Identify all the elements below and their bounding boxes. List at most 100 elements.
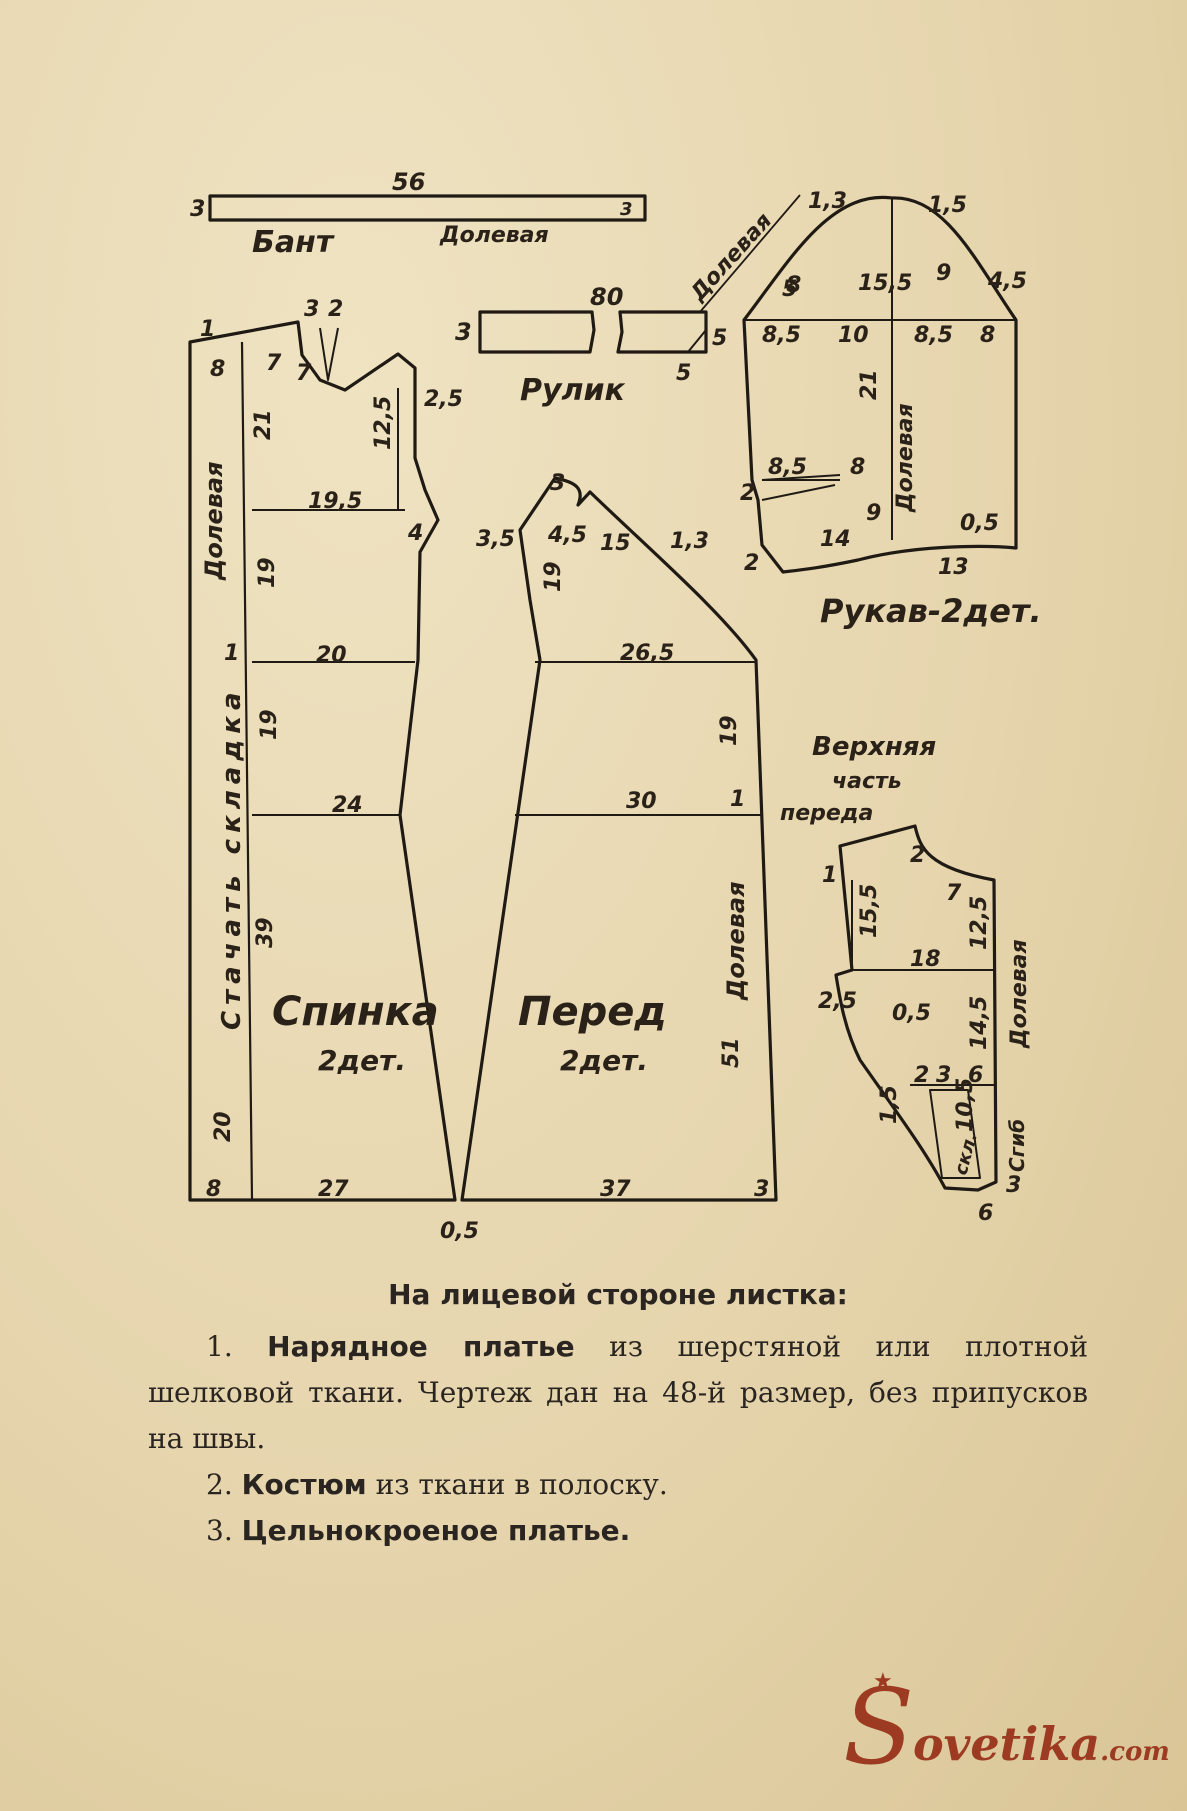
sleeve-measure-7: 8,5 xyxy=(762,323,801,348)
upper-front-title-line2: часть xyxy=(832,769,902,794)
back-measure-13: 1 xyxy=(224,641,239,666)
back-measure-7: 21 xyxy=(251,409,276,440)
back-fold-label: Стачать складка xyxy=(217,687,247,1031)
upper-front-measure-9: 14,5 xyxy=(967,996,992,1050)
sleeve-measure-5: 9 xyxy=(936,261,951,286)
front-measure-6: 19 xyxy=(541,561,566,592)
list-item-3-number: 3. xyxy=(206,1514,233,1547)
sleeve-measure-20: 5 xyxy=(782,277,797,302)
front-measure-10: 1 xyxy=(730,787,745,812)
back-measure-15: 19 xyxy=(257,709,282,740)
upper-front-measure-14: 10,5 xyxy=(953,1078,978,1132)
sleeve-measure-2: 1,5 xyxy=(928,193,967,218)
sleeve-measure-8: 10 xyxy=(838,323,869,348)
front-measure-5: 1,3 xyxy=(670,529,709,554)
back-measure-17: 39 xyxy=(253,917,278,948)
back-measure-12: 19 xyxy=(255,557,280,588)
upper-front-measure-4: 15,5 xyxy=(857,884,882,938)
sleeve-measure-16: 14 xyxy=(820,527,851,552)
list-item-3: 3. Цельнокроеное платье. xyxy=(148,1508,1088,1554)
front-title: Перед xyxy=(518,989,667,1035)
back-shoulder-dart xyxy=(319,327,339,381)
list-item-2: 2. Костюм из ткани в полоску. xyxy=(148,1462,1088,1508)
roll-title: Рулик xyxy=(520,373,626,408)
star-icon: ★ xyxy=(873,1669,893,1694)
upper-front-measure-5: 12,5 xyxy=(967,896,992,950)
sleeve-measure-14: 2 xyxy=(740,481,755,506)
sleeve-measure-15: 9 xyxy=(866,501,881,526)
watermark-letter: S xyxy=(843,1666,915,1788)
front-piece xyxy=(460,476,778,1202)
front-measure-7: 26,5 xyxy=(620,641,674,666)
description-text: На лицевой стороне листка: 1. Нарядное п… xyxy=(148,1272,1088,1554)
back-measure-18: 20 xyxy=(211,1111,236,1142)
upper-front-measure-16: 6 xyxy=(978,1201,993,1226)
front-measure-12: 37 xyxy=(600,1177,631,1202)
upper-front-measure-8: 0,5 xyxy=(892,1001,931,1026)
back-piece xyxy=(188,320,457,1202)
upper-front-measure-12: 6 xyxy=(968,1063,983,1088)
list-item-1-number: 1. xyxy=(206,1330,233,1363)
sleeve-grain-line xyxy=(699,194,801,313)
upper-front-measure-2: 2 xyxy=(910,843,925,868)
upper-front-measure-7: 2,5 xyxy=(818,989,857,1014)
sleeve-measure-11: 21 xyxy=(857,369,882,400)
sleeve-measure-4: 15,5 xyxy=(858,271,912,296)
upper-front-title-line1: Верхняя xyxy=(812,732,936,762)
front-measure-9: 30 xyxy=(626,789,657,814)
front-measure-2: 3,5 xyxy=(476,527,515,552)
sleeve-measure-10: 8 xyxy=(980,323,995,348)
front-measure-3: 4,5 xyxy=(547,523,587,548)
back-measure-1: 1 xyxy=(200,317,215,342)
back-measure-11: 4 xyxy=(407,521,423,546)
upper-front-measure-1: 1 xyxy=(822,863,837,888)
pleat-box xyxy=(929,1089,981,1179)
sleeve-measure-17: 0,5 xyxy=(960,511,999,536)
list-item-1: 1. Нарядное платье из шерстяной или плот… xyxy=(148,1324,1088,1462)
back-title: Спинка xyxy=(272,989,439,1035)
description-heading: На лицевой стороне листка: xyxy=(388,1278,848,1311)
bow-piece xyxy=(208,194,647,222)
roll-end-height: 5 xyxy=(712,326,727,351)
upper-front-grain: Долевая xyxy=(1007,939,1032,1049)
roll-length: 80 xyxy=(590,283,623,311)
sleeve-measure-3: 8 xyxy=(786,273,801,298)
back-measure-14: 20 xyxy=(316,643,347,668)
bow-length: 56 xyxy=(392,168,425,196)
front-measure-1: 3 xyxy=(550,471,565,496)
upper-front-measure-13: 1,5 xyxy=(877,1085,902,1124)
upper-front-measure-11: 3 xyxy=(936,1063,951,1088)
roll-piece-left xyxy=(478,310,596,354)
list-item-2-text: из ткани в полоску. xyxy=(366,1468,668,1501)
back-measure-5: 7 xyxy=(266,351,282,376)
sleeve-grain: Долевая xyxy=(893,403,918,513)
upper-front-measure-10: 2 xyxy=(914,1063,929,1088)
sleeve-dart xyxy=(761,474,841,481)
sleeve-measure-9: 8,5 xyxy=(914,323,953,348)
sleeve-measure-18: 2 xyxy=(744,551,759,576)
watermark-text: ovetika.com xyxy=(913,1717,1170,1771)
roll-diagonal xyxy=(687,329,707,353)
back-fold-line xyxy=(240,341,254,1201)
front-count: 2дет. xyxy=(560,1044,648,1077)
sovetika-watermark: ★ S ovetika.com xyxy=(843,1666,1173,1788)
bow-width: 3 xyxy=(190,197,205,222)
back-measure-20: 27 xyxy=(318,1177,349,1202)
upper-front-measure-15: 3 xyxy=(1006,1173,1021,1198)
back-measure-3: 2 xyxy=(328,297,343,322)
sewing-pattern-drawing: Бант Долевая 56 3 3 Рулик 80 3 5 5 Долев… xyxy=(188,168,1042,1244)
back-measure-2: 3 xyxy=(304,297,319,322)
list-item-1-text: из шерстяной или плотной шелковой ткани.… xyxy=(148,1330,1088,1455)
sleeve-title: Рукав-2дет. xyxy=(820,592,1042,630)
front-grain: Долевая xyxy=(722,881,750,1001)
list-item-3-bold: Цельнокроеное платье. xyxy=(241,1514,631,1547)
list-item-2-number: 2. xyxy=(206,1468,233,1501)
upper-front-fold: Сгиб xyxy=(1005,1119,1029,1172)
back-measure-16: 24 xyxy=(332,793,363,818)
sleeve-measure-1: 1,3 xyxy=(808,189,847,214)
watermark-suffix: .com xyxy=(1100,1737,1170,1767)
sleeve-measure-12: 8,5 xyxy=(768,455,807,480)
sleeve-measure-19: 13 xyxy=(938,555,969,580)
upper-front-measure-3: 7 xyxy=(946,881,962,906)
sleeve-measure-6: 4,5 xyxy=(987,269,1027,294)
